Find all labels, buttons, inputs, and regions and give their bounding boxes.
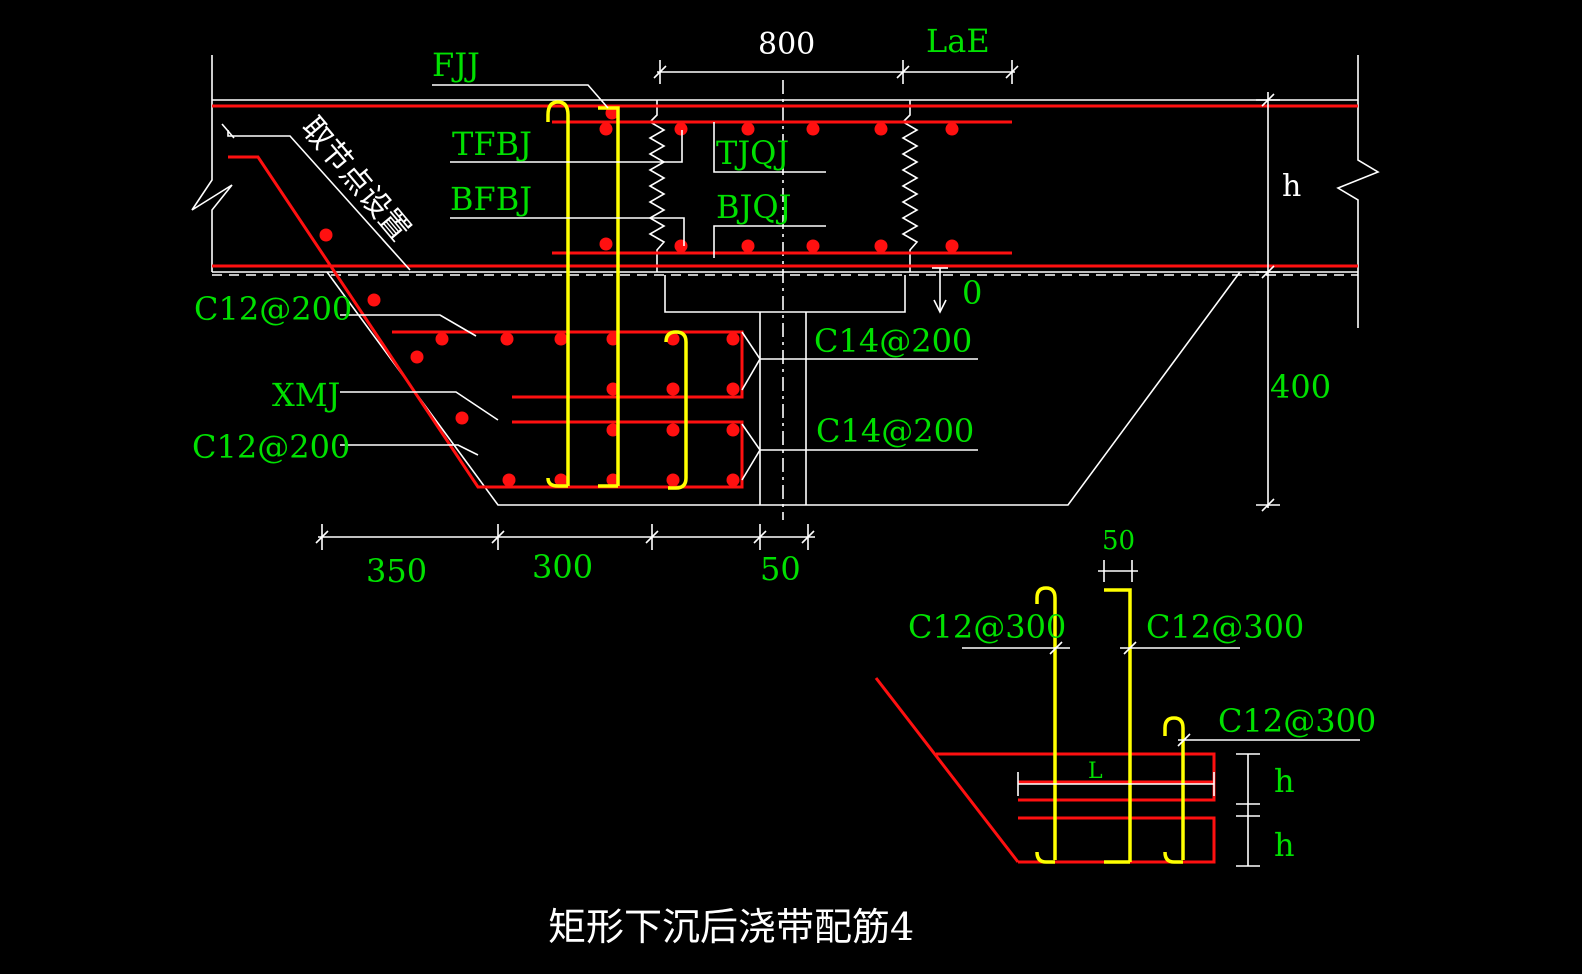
label-c12-200-top: C12@200 [194,290,352,328]
label-node-setting: 取节点设置 [294,111,417,248]
detail-drawing [874,560,1360,867]
dim-50: 50 [760,550,801,588]
detail-dim-50: 50 [1102,526,1135,556]
label-c12-200-bottom: C12@200 [192,428,350,466]
dimension-lines [315,60,1280,550]
dim-300: 300 [532,548,593,586]
dim-0: 0 [962,274,982,312]
dim-400: 400 [1270,368,1331,406]
yellow-stirrups [546,100,688,490]
label-tfbj: TFBJ [452,125,532,163]
rebar-dots [319,106,959,487]
label-c14-200-bottom: C14@200 [816,412,974,450]
drawing-title: 矩形下沉后浇带配筋4 [548,905,914,949]
detail-label-c12-300-left: C12@300 [908,608,1066,646]
label-tjqj: TJQJ [716,134,789,172]
dim-350: 350 [366,552,427,590]
label-xmj: XMJ [272,376,340,414]
label-bjqj: BJQJ [716,188,791,226]
label-h-slab: h [1282,169,1301,204]
label-fjj: FJJ [432,46,480,84]
detail-label-h1: h [1274,762,1295,800]
label-lae: LaE [926,22,990,60]
dim-800: 800 [758,27,815,62]
leader-lines [221,84,978,481]
label-c14-200-top: C14@200 [814,322,972,360]
detail-label-l: L [1088,759,1103,784]
detail-label-c12-300-mid: C12@300 [1146,608,1304,646]
break-lines [648,100,919,272]
label-bfbj: BFBJ [450,180,532,218]
slab-outline [191,55,1380,328]
detail-label-c12-300-right: C12@300 [1218,702,1376,740]
detail-label-h2: h [1274,826,1295,864]
